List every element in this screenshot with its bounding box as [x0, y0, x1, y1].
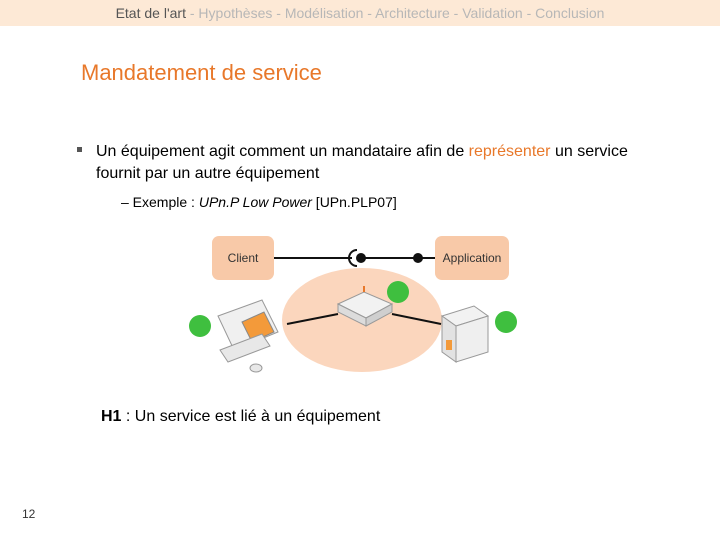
hypothesis-body: : Un service est lié à un équipement — [121, 408, 381, 425]
sub-suffix: [UPn.PLP07] — [311, 194, 397, 210]
nav-item-validation[interactable]: Validation — [462, 5, 523, 21]
nav-item-etat-de-l-art[interactable]: Etat de l'art — [115, 5, 186, 21]
nav-separator: - — [272, 5, 285, 21]
nav-item-modelisation[interactable]: Modélisation — [284, 5, 364, 21]
status-dot-router — [387, 281, 409, 303]
nav-item-hypotheses[interactable]: Hypothèses — [198, 5, 273, 21]
section-nav: Etat de l'art - Hypothèses - Modélisatio… — [0, 5, 720, 21]
nav-separator: - — [363, 5, 376, 21]
bullet-text-before: Un équipement agit comment un mandataire… — [96, 143, 469, 160]
router-icon — [336, 286, 394, 327]
status-dot-pc — [189, 315, 211, 337]
nav-item-conclusion[interactable]: Conclusion — [535, 5, 605, 21]
client-box: Client — [212, 236, 274, 280]
header-bar — [0, 0, 720, 26]
hypothesis-label: H1 — [101, 408, 122, 425]
status-dot-server — [495, 311, 517, 333]
sub-bullet-example: – Exemple : UPn.P Low Power [UPn.PLP07] — [121, 194, 397, 210]
link-proxy-server — [391, 313, 442, 325]
slide-title: Mandatement de service — [81, 60, 322, 85]
sub-prefix: – Exemple : — [121, 194, 199, 210]
nav-separator: - — [522, 5, 536, 21]
nav-item-architecture[interactable]: Architecture — [375, 5, 450, 21]
socket-dot-left — [356, 253, 366, 263]
bullet-square-icon — [77, 147, 82, 152]
nav-separator: - — [449, 5, 463, 21]
nav-separator: - — [185, 5, 199, 21]
bullet-text-after: un service fournit par un autre équipeme… — [96, 143, 628, 182]
page-number: 12 — [22, 507, 36, 521]
application-box: Application — [435, 236, 509, 280]
sub-italic: UPn.P Low Power — [198, 194, 312, 210]
socket-dot-right — [413, 253, 423, 263]
hypothesis-text: H1 : Un service est lié à un équipement — [101, 408, 380, 426]
server-icon — [440, 305, 490, 363]
socket-icon — [348, 249, 358, 267]
bullet-text: Un équipement agit comment un mandataire… — [96, 141, 656, 185]
bullet-highlight: représenter — [468, 143, 551, 160]
computer-icon — [217, 299, 279, 373]
link-pc-proxy — [286, 313, 339, 325]
